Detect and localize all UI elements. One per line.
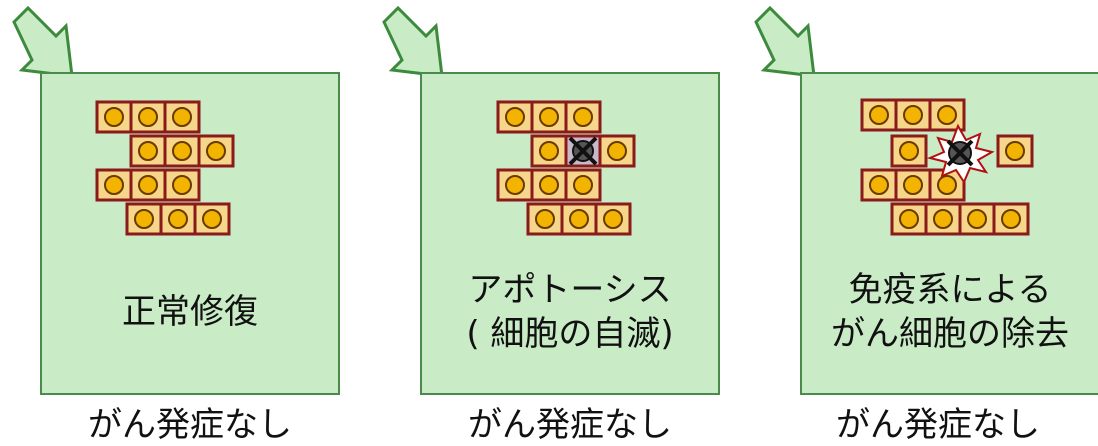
arrow-icon — [382, 5, 444, 78]
caption-line: がん細胞の除去 — [831, 314, 1069, 354]
outcome-label: がん発症なし — [836, 405, 1040, 445]
caption-line: アポトーシス — [468, 270, 672, 310]
burst-icon — [926, 123, 995, 185]
arrow-icon — [754, 5, 816, 78]
cell-cluster-normal — [95, 100, 235, 236]
panel-caption: 正常修復 — [40, 290, 340, 334]
cell-cluster-apoptosis — [496, 100, 636, 236]
x-mark-icon — [568, 136, 598, 166]
caption-line: 正常修復 — [122, 292, 258, 332]
cell-cluster-immune — [860, 98, 1034, 236]
arrow-icon — [12, 5, 74, 78]
caption-line: ( 細胞の自滅) — [466, 314, 674, 354]
panel-caption: アポトーシス ( 細胞の自滅) — [420, 268, 720, 356]
outcome-label: がん発症なし — [468, 405, 672, 445]
caption-line: 免疫系による — [848, 270, 1052, 310]
panel-caption: 免疫系による がん細胞の除去 — [800, 268, 1098, 356]
outcome-label: がん発症なし — [88, 405, 292, 445]
